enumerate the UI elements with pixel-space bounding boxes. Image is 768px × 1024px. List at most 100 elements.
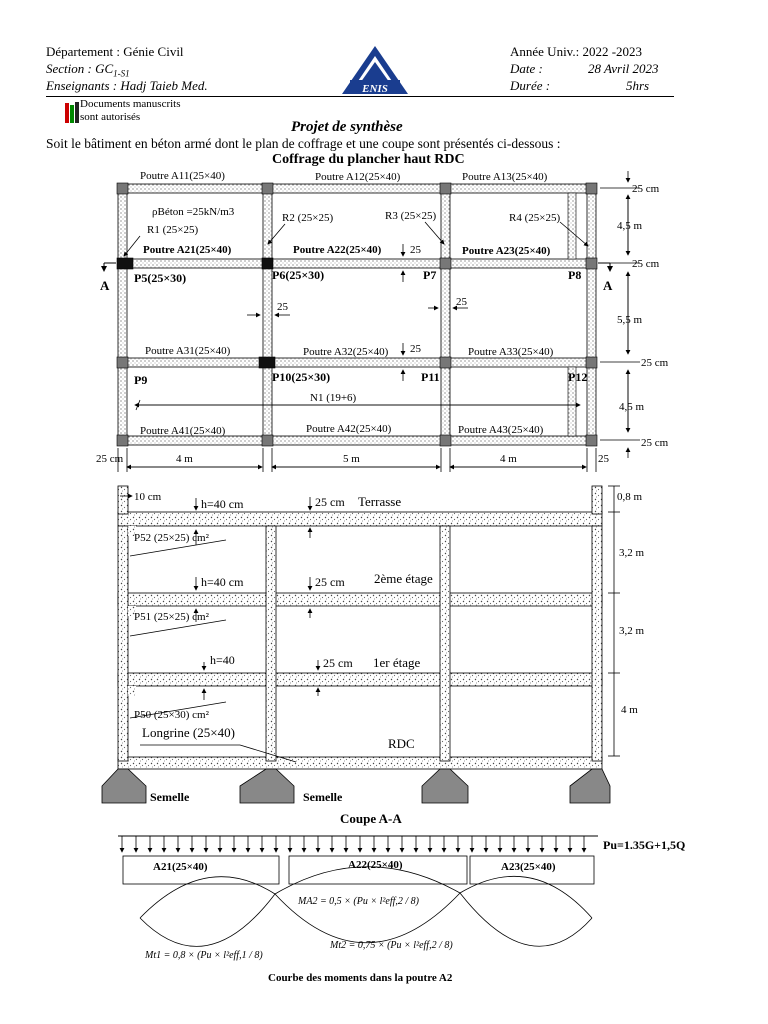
mom-beam-a22: A22(25×40) xyxy=(348,859,403,871)
plan-title: Coffrage du plancher haut RDC xyxy=(272,152,465,167)
dim-25cm-left: 25 cm xyxy=(96,453,124,465)
docs-line-2: sont autorisés xyxy=(80,111,141,123)
ma2-formula: MA2 = 0,5 × (Pu × l²eff,2 / 8) xyxy=(297,896,420,907)
level-1: 1er étage xyxy=(373,655,421,670)
enis-logo: ENIS xyxy=(342,46,408,95)
rib-r1: R1 (25×25) xyxy=(147,224,198,236)
section-sub: 1-S1 xyxy=(113,68,130,79)
beam-a23: Poutre A23(25×40) xyxy=(462,245,551,257)
col-p51: P51 (25×25) cm² xyxy=(134,611,210,623)
footing-2: Semelle xyxy=(303,790,343,804)
h40-low: h=40 xyxy=(210,653,235,667)
section-marks xyxy=(101,262,613,272)
load-label: Pu=1.35G+1,5Q xyxy=(603,838,685,852)
level-terrasse: Terrasse xyxy=(358,494,401,509)
rib-r2: R2 (25×25) xyxy=(282,212,333,224)
academic-year: Année Univ.: 2022 -2023 xyxy=(510,44,643,59)
beam-a42: Poutre A42(25×40) xyxy=(306,423,392,435)
col-p11: P11 xyxy=(421,370,440,384)
longrine-label: Longrine (25×40) xyxy=(142,725,235,740)
beam-a33: Poutre A33(25×40) xyxy=(468,346,554,358)
col-p5: P5(25×30) xyxy=(134,271,186,285)
date-label: Date : xyxy=(510,61,543,76)
beam-a32: Poutre A32(25×40) xyxy=(303,346,389,358)
dim-25cm-1: 25 cm xyxy=(632,183,660,195)
plan-columns xyxy=(116,182,598,447)
beam-a13: Poutre A13(25×40) xyxy=(462,171,548,183)
footing-1: Semelle xyxy=(150,790,190,804)
section-title: Coupe A-A xyxy=(340,811,402,826)
col-p6: P6(25×30) xyxy=(272,268,324,282)
section-h3: 3,2 m xyxy=(619,625,645,637)
mt2-formula: Mt2 = 0,75 × (Pu × l²eff,2 / 8) xyxy=(329,940,453,951)
slab-dim-top: 25 cm xyxy=(315,495,345,509)
moment-caption: Courbe des moments dans la poutre A2 xyxy=(268,972,453,984)
beam-a43: Poutre A43(25×40) xyxy=(458,424,544,436)
slab-dim-low: 25 cm xyxy=(323,656,353,670)
date-value: 28 Avril 2023 xyxy=(588,61,659,76)
beam-a41: Poutre A41(25×40) xyxy=(140,425,226,437)
rib-r4: R4 (25×25) xyxy=(509,212,560,224)
section-label: Section : GC1-S1 xyxy=(46,61,130,79)
h40-top: h=40 cm xyxy=(201,497,244,511)
dim-25-right: 25 xyxy=(598,453,610,465)
books-icon xyxy=(65,102,79,123)
h40-mid: h=40 cm xyxy=(201,575,244,589)
dim-25cm-2: 25 cm xyxy=(632,258,660,270)
span-1: 4 m xyxy=(176,453,193,465)
intro-text: Soit le bâtiment en béton armé dont le p… xyxy=(46,136,561,151)
col-p8: P8 xyxy=(568,268,581,282)
slab-n1: N1 (19+6) xyxy=(310,392,357,404)
docs-line-1: Documents manuscrits xyxy=(80,98,181,110)
level-rdc: RDC xyxy=(388,736,415,751)
col-p9: P9 xyxy=(134,373,147,387)
span-2: 5 m xyxy=(343,453,360,465)
duration-label: Durée : xyxy=(510,78,551,93)
height-1: 4,5 m xyxy=(617,220,643,232)
span-3: 4 m xyxy=(500,453,517,465)
beam-a21: Poutre A21(25×40) xyxy=(143,244,232,256)
col-p50: P50 (25×30) cm² xyxy=(134,709,210,721)
dim-25-b: 25 xyxy=(277,301,289,313)
dim-25cm-4: 25 cm xyxy=(641,437,669,449)
section-prefix: Section : GC xyxy=(46,61,114,76)
department: Département : Génie Civil xyxy=(46,44,184,59)
plan-dimensions xyxy=(117,171,640,472)
dim-25-a: 25 xyxy=(410,244,422,256)
dim-25-d: 25 xyxy=(410,343,422,355)
dim-25-c: 25 xyxy=(456,296,468,308)
slab-dim-mid: 25 cm xyxy=(315,575,345,589)
height-2: 5,5 m xyxy=(617,314,643,326)
section-view: 10 cm h=40 cm 25 cm Terrasse P52 (25×25)… xyxy=(101,485,645,804)
section-h4: 4 m xyxy=(621,704,638,716)
col-p7: P7 xyxy=(423,268,436,282)
col-p10: P10(25×30) xyxy=(272,370,330,384)
section-mark-right: A xyxy=(603,278,613,293)
moment-diagram: Pu=1.35G+1,5Q A21(25×40) A22(25×40) A23(… xyxy=(118,835,685,984)
section-labels: 10 cm h=40 cm 25 cm Terrasse P52 (25×25)… xyxy=(134,491,645,804)
teachers: Enseignants : Hadj Taieb Med. xyxy=(46,78,208,93)
plan-labels: Poutre A11(25×40) Poutre A12(25×40) Pout… xyxy=(96,170,669,465)
rib-r3: R3 (25×25) xyxy=(385,210,436,222)
mom-beam-a21: A21(25×40) xyxy=(153,861,208,873)
mt1-formula: Mt1 = 0,8 × (Pu × l²eff,1 / 8) xyxy=(144,950,263,961)
section-h2: 3,2 m xyxy=(619,547,645,559)
duration-value: 5hrs xyxy=(626,78,650,93)
col-p12: P12 xyxy=(568,370,587,384)
beam-a11: Poutre A11(25×40) xyxy=(140,170,225,182)
level-2: 2ème étage xyxy=(374,571,433,586)
logo-text: ENIS xyxy=(361,83,388,95)
page-title: Projet de synthèse xyxy=(291,119,403,135)
beam-a12: Poutre A12(25×40) xyxy=(315,171,401,183)
density-label: ρBéton =25kN/m3 xyxy=(152,206,235,218)
beam-a22: Poutre A22(25×40) xyxy=(293,244,382,256)
dim-25cm-3: 25 cm xyxy=(641,357,669,369)
mom-beam-a23: A23(25×40) xyxy=(501,861,556,873)
col-p52: P52 (25×25) cm² xyxy=(134,532,210,544)
beam-a31: Poutre A31(25×40) xyxy=(145,345,231,357)
header-rule xyxy=(46,96,674,97)
section-h1: 0,8 m xyxy=(617,491,643,503)
acrotere-dim: 10 cm xyxy=(134,491,162,503)
section-mark-left: A xyxy=(100,278,110,293)
